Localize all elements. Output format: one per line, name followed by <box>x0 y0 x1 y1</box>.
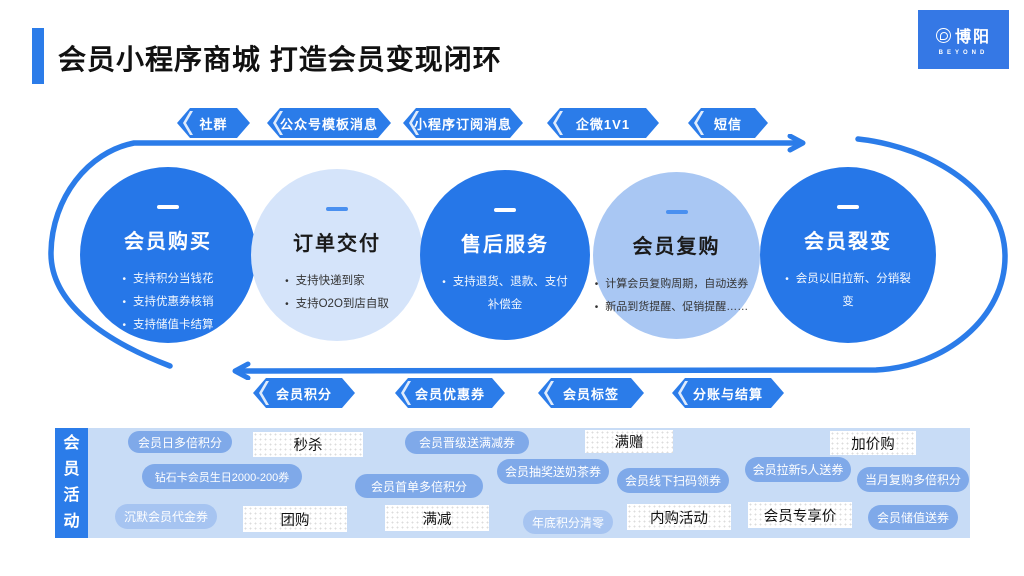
capability-banner-member-points: 会员积分 <box>253 378 355 408</box>
banner-notch-decoration <box>259 381 269 405</box>
channel-banner-sms: 短信 <box>688 108 768 138</box>
stage-title: 订单交付 <box>293 233 381 255</box>
stage-title: 售后服务 <box>461 234 549 256</box>
title-accent-bar <box>32 28 44 84</box>
channel-label: 短信 <box>713 116 742 132</box>
stage-dash <box>326 207 348 211</box>
banner-notch-decoration <box>553 111 563 135</box>
channel-label: 小程序订阅消息 <box>413 116 512 132</box>
stage-title: 会员购买 <box>124 231 212 253</box>
channel-label: 社群 <box>199 116 228 132</box>
activity-tag: 沉默会员代金券 <box>115 504 217 529</box>
activity-tag: 年底积分清零 <box>523 510 613 534</box>
capability-banner-member-tags: 会员标签 <box>538 378 644 408</box>
capability-label: 分账与结算 <box>692 386 763 402</box>
beyond-logo: 博阳 BEYOND <box>918 10 1009 69</box>
stage-bullet: 支持退货、退款、支付补偿金 <box>441 271 569 316</box>
activity-tag: 当月复购多倍积分 <box>857 467 969 492</box>
stage-bullet-list: 支持快递到家 支持O2O到店自取 <box>285 270 389 316</box>
activity-panel-label-text: 会员活动 <box>63 435 80 530</box>
activity-tag: 秒杀 <box>253 432 363 457</box>
stage-bullet-list: 支持积分当钱花 支持优惠券核销 支持储值卡结算 <box>122 268 214 337</box>
activity-tag: 会员拉新5人送券 <box>745 457 851 482</box>
stage-dash <box>157 205 179 209</box>
capability-banner-split-settlement: 分账与结算 <box>672 378 784 408</box>
stage-title: 会员复购 <box>632 236 721 258</box>
channel-banner-community: 社群 <box>177 108 250 138</box>
activity-tag: 钻石卡会员生日2000-200券 <box>142 464 302 489</box>
stage-bullet: 支持O2O到店自取 <box>285 293 389 316</box>
activity-tag: 会员晋级送满减券 <box>405 431 529 454</box>
channel-banner-miniprogram-subscribe: 小程序订阅消息 <box>403 108 523 138</box>
banner-notch-decoration <box>401 381 411 405</box>
stage-member-fission: 会员裂变 会员以旧拉新、分销裂变 <box>760 167 936 343</box>
stage-bullet-list: 支持退货、退款、支付补偿金 <box>441 271 569 316</box>
beyond-logo-icon <box>935 27 951 43</box>
activity-tag: 会员线下扫码领券 <box>617 468 729 493</box>
page-title: 会员小程序商城 打造会员变现闭环 <box>58 44 502 75</box>
stage-bullet: 支持快递到家 <box>285 270 389 293</box>
stage-bullet: 会员以旧拉新、分销裂变 <box>784 268 912 313</box>
activity-tag: 会员抽奖送奶茶券 <box>497 459 609 484</box>
capability-banner-member-coupons: 会员优惠券 <box>395 378 505 408</box>
activity-tag: 满赠 <box>585 430 673 453</box>
activity-tag: 会员专享价 <box>748 502 852 528</box>
channel-banner-official-template: 公众号模板消息 <box>267 108 391 138</box>
banner-notch-decoration <box>678 381 688 405</box>
stage-dash <box>837 205 859 209</box>
stage-title: 会员裂变 <box>804 231 892 253</box>
stage-bullet: 计算会员复购周期，自动送券 <box>595 273 748 296</box>
banner-notch-decoration <box>544 381 554 405</box>
stage-bullet: 支持储值卡结算 <box>122 314 214 337</box>
banner-notch-decoration <box>183 111 193 135</box>
stage-dash <box>665 210 688 214</box>
stage-bullet: 支持优惠券核销 <box>122 291 214 314</box>
stage-bullet-list: 计算会员复购周期，自动送券 新品到货提醒、促销提醒…… <box>595 273 748 319</box>
channel-banner-wecom-1v1: 企微1V1 <box>547 108 659 138</box>
stage-bullet-list: 会员以旧拉新、分销裂变 <box>784 268 912 313</box>
channel-label: 企微1V1 <box>575 116 631 132</box>
channel-label: 公众号模板消息 <box>279 116 378 132</box>
stage-bullet: 支持积分当钱花 <box>122 268 214 291</box>
capability-label: 会员优惠券 <box>414 386 485 402</box>
activity-tag: 会员日多倍积分 <box>128 431 232 453</box>
loop-bottom-arrow <box>238 136 1008 371</box>
stage-dash <box>494 208 516 212</box>
banner-notch-decoration <box>694 111 704 135</box>
stage-member-purchase: 会员购买 支持积分当钱花 支持优惠券核销 支持储值卡结算 <box>80 167 256 343</box>
logo-subtitle: BEYOND <box>938 50 989 56</box>
capability-label: 会员积分 <box>275 386 332 402</box>
stage-member-repurchase: 会员复购 计算会员复购周期，自动送券 新品到货提醒、促销提醒…… <box>593 172 760 339</box>
stage-bullet: 新品到货提醒、促销提醒…… <box>595 296 748 319</box>
logo-name: 博阳 <box>954 29 991 46</box>
loop-top-arrow <box>48 143 800 369</box>
stage-after-sales: 售后服务 支持退货、退款、支付补偿金 <box>420 170 590 340</box>
activity-panel-label: 会员活动 <box>55 428 88 538</box>
activity-tag: 内购活动 <box>627 504 731 530</box>
activity-tag: 团购 <box>243 506 347 532</box>
activity-tag: 会员首单多倍积分 <box>355 474 483 498</box>
activity-tag: 满减 <box>385 505 489 531</box>
stage-order-delivery: 订单交付 支持快递到家 支持O2O到店自取 <box>251 169 423 341</box>
capability-label: 会员标签 <box>562 386 619 402</box>
activity-tag: 会员储值送券 <box>868 505 958 530</box>
activity-tag: 加价购 <box>830 431 916 455</box>
